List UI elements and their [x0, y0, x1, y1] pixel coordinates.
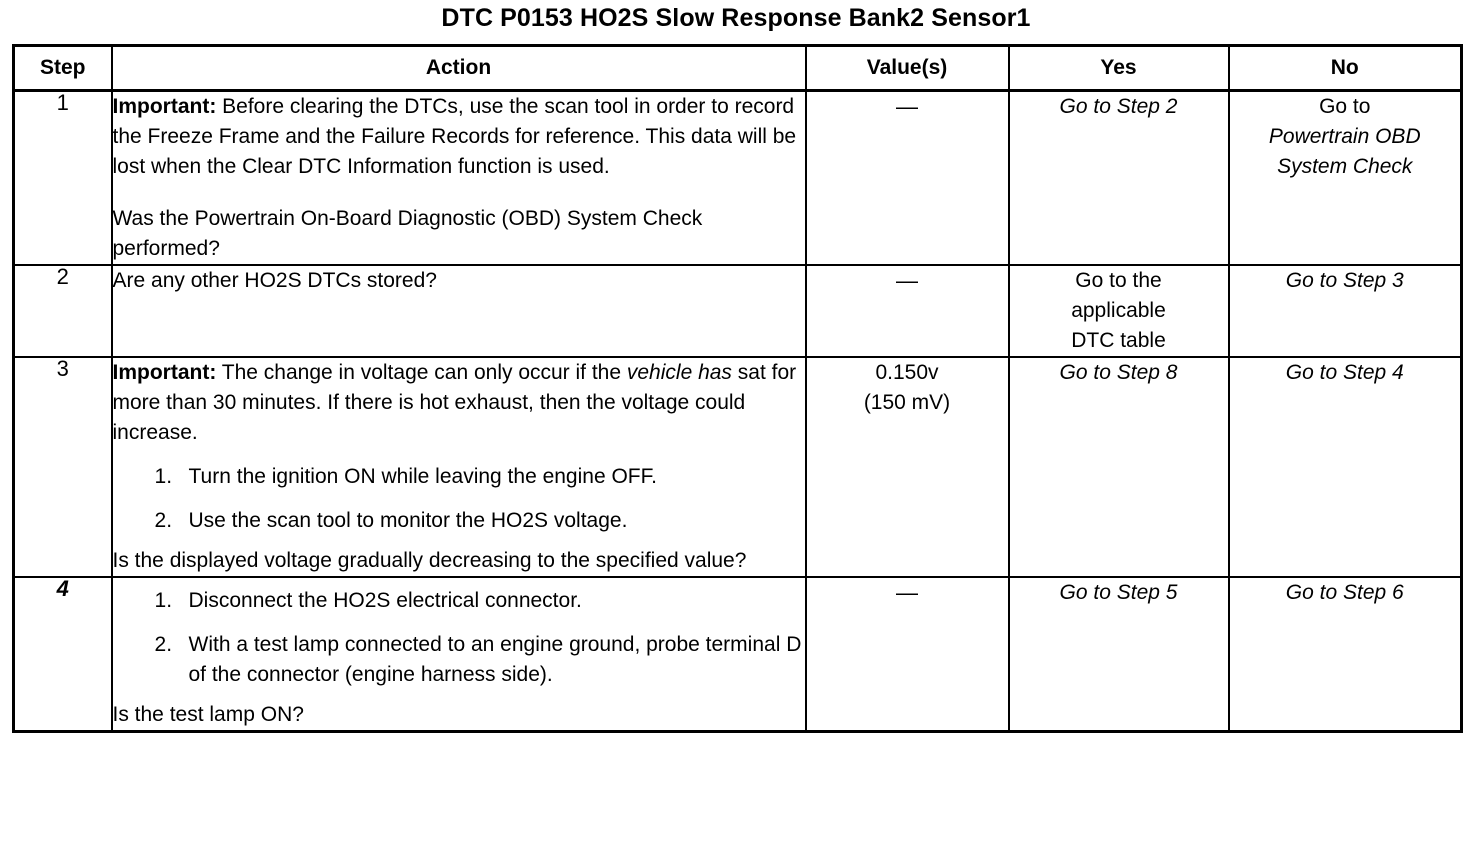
value-cell: — — [804, 576, 1010, 733]
substep-item: With a test lamp connected to an engine … — [155, 630, 802, 686]
yes-branch-cell: Go to Step 8 — [1007, 356, 1230, 578]
column-header-value: Value(s) — [804, 44, 1010, 92]
value-cell: 0.150v (150 mV) — [804, 356, 1010, 578]
diagnostic-table: Step Action Value(s) Yes No 1 Important:… — [12, 44, 1463, 733]
step-number: 3 — [12, 356, 113, 578]
no-branch-line-2: Powertrain OBD — [1268, 125, 1421, 148]
action-question: Are any other HO2S DTCs stored? — [112, 269, 437, 292]
step-number: 2 — [12, 264, 113, 358]
column-header-step: Step — [12, 44, 113, 92]
table-header-row: Step Action Value(s) Yes No — [12, 44, 1463, 92]
substep-item: Turn the ignition ON while leaving the e… — [155, 462, 657, 492]
value-text: — — [896, 94, 918, 119]
action-question: Is the test lamp ON? — [112, 703, 304, 726]
yes-branch-line-3: DTC table — [1071, 329, 1166, 352]
no-branch-cell: Go to Step 6 — [1227, 576, 1463, 733]
important-label: Important: — [112, 95, 217, 118]
no-branch-cell: Go to Step 4 — [1227, 356, 1463, 578]
yes-branch-cell: Go to Step 2 — [1007, 89, 1230, 266]
important-note: Important: The change in voltage can onl… — [113, 358, 805, 448]
value-cell: — — [804, 89, 1010, 266]
yes-branch-text: Go to Step 5 — [1059, 581, 1178, 604]
yes-branch-text: Go to Step 8 — [1059, 361, 1178, 384]
important-note: Important: Before clearing the DTCs, use… — [113, 92, 805, 182]
value-text: — — [896, 580, 918, 605]
action-cell: Important: The change in voltage can onl… — [110, 356, 807, 578]
action-cell: Disconnect the HO2S electrical connector… — [110, 576, 807, 733]
substep-list: Turn the ignition ON while leaving the e… — [113, 462, 805, 536]
no-branch-cell: Go to Powertrain OBD System Check — [1227, 89, 1463, 266]
table-row: 1 Important: Before clearing the DTCs, u… — [12, 89, 1463, 266]
step-number: 4 — [12, 576, 113, 733]
important-label: Important: — [112, 361, 217, 384]
important-emphasis: vehicle has — [626, 361, 732, 384]
action-question: Was the Powertrain On-Board Diagnostic (… — [112, 207, 703, 260]
yes-branch-line-2: applicable — [1071, 299, 1166, 322]
no-branch-text: Go to Step 6 — [1285, 581, 1404, 604]
value-line-2: (150 mV) — [863, 391, 951, 414]
yes-branch-line-1: Go to the — [1075, 269, 1162, 292]
column-header-action: Action — [110, 44, 807, 92]
action-question: Is the displayed voltage gradually decre… — [112, 549, 747, 572]
step-number: 1 — [12, 89, 113, 266]
substep-item: Disconnect the HO2S electrical connector… — [155, 586, 582, 616]
no-branch-text: Go to Step 3 — [1285, 269, 1404, 292]
table-row: 2 Are any other HO2S DTCs stored? — Go t… — [12, 264, 1463, 358]
important-text-b: sat for more than 30 minutes. If there i… — [112, 361, 797, 444]
value-cell: — — [804, 264, 1010, 358]
column-header-yes: Yes — [1007, 44, 1230, 92]
action-cell: Important: Before clearing the DTCs, use… — [110, 89, 807, 266]
value-line-1: 0.150v — [875, 361, 939, 384]
column-header-no: No — [1227, 44, 1463, 92]
action-cell: Are any other HO2S DTCs stored? — [110, 264, 807, 358]
important-text: Before clearing the DTCs, use the scan t… — [112, 95, 797, 178]
no-branch-text: Go to Step 4 — [1285, 361, 1404, 384]
no-branch-line-3: System Check — [1277, 155, 1413, 178]
yes-branch-text: Go to Step 2 — [1059, 95, 1178, 118]
substep-item: Use the scan tool to monitor the HO2S vo… — [155, 506, 628, 536]
table-row: 4 Disconnect the HO2S electrical connect… — [12, 576, 1463, 733]
substep-list: Disconnect the HO2S electrical connector… — [113, 586, 805, 690]
important-text-a: The change in voltage can only occur if … — [216, 361, 627, 384]
value-text: — — [896, 268, 918, 293]
page-title: DTC P0153 HO2S Slow Response Bank2 Senso… — [441, 4, 1031, 32]
no-branch-cell: Go to Step 3 — [1227, 264, 1463, 358]
no-branch-line-1: Go to — [1319, 95, 1371, 118]
yes-branch-cell: Go to the applicable DTC table — [1007, 264, 1230, 358]
yes-branch-cell: Go to Step 5 — [1007, 576, 1230, 733]
table-row: 3 Important: The change in voltage can o… — [12, 356, 1463, 578]
